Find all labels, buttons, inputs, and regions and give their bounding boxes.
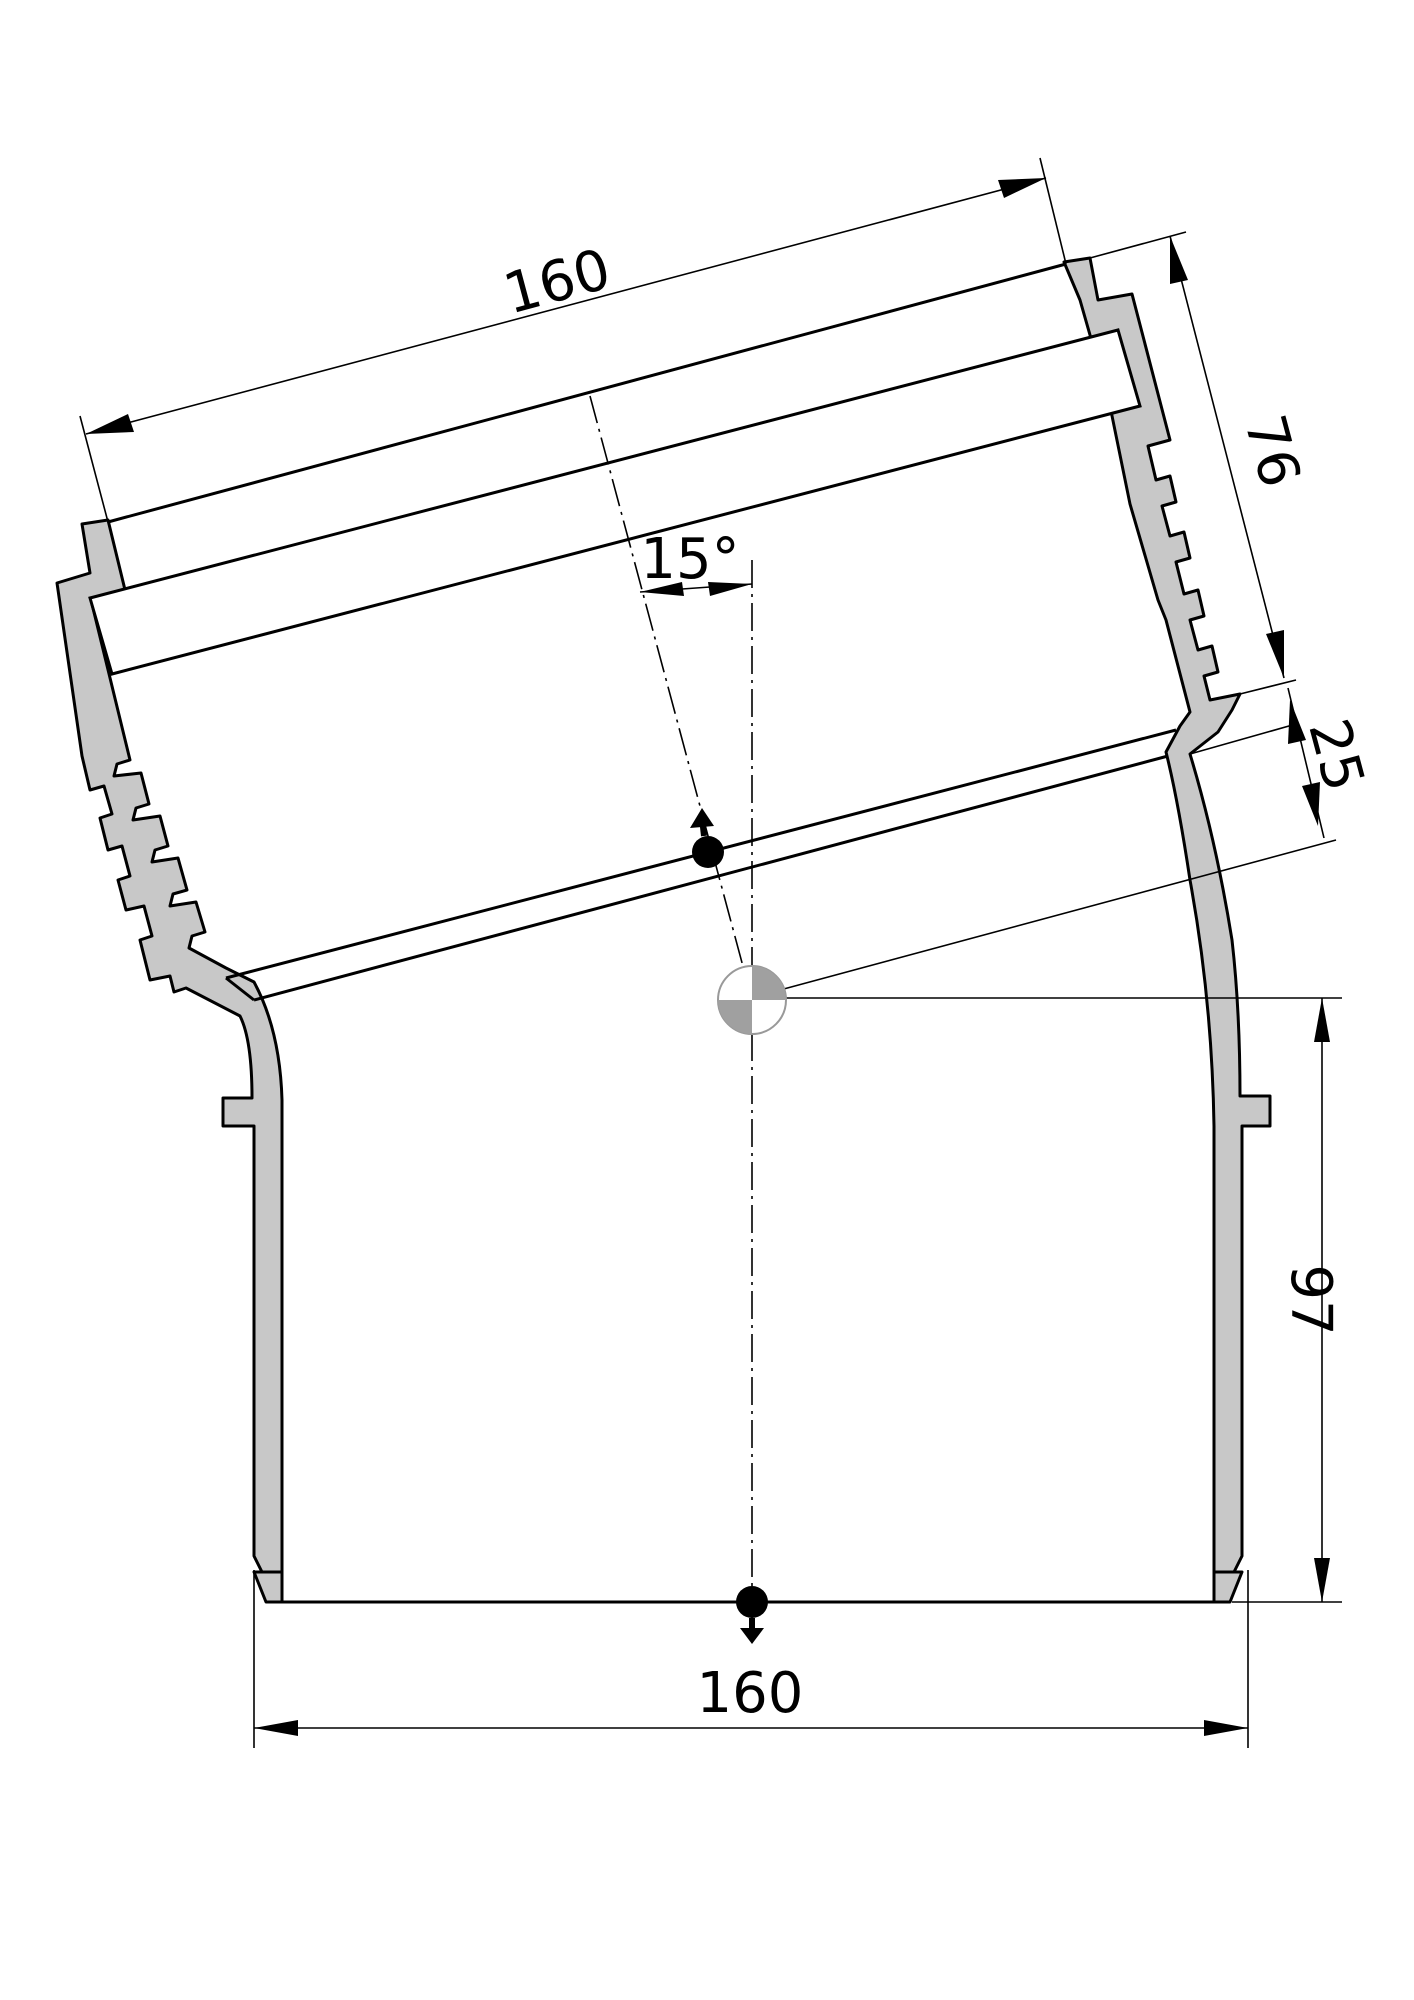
arrow-25-top-icon xyxy=(1288,700,1306,744)
sealing-ring xyxy=(88,328,1142,676)
pipe-body xyxy=(55,256,1272,1604)
top-length-label: 160 xyxy=(497,237,617,327)
arrow-top-left-icon xyxy=(86,414,134,434)
spigot-edge-2 xyxy=(253,754,1169,1002)
arrow-25-bottom-icon xyxy=(1302,782,1320,826)
arrow-97-top-icon xyxy=(1314,998,1330,1042)
bottom-height-label: 97 xyxy=(1278,1264,1343,1335)
arrow-76-bottom-icon xyxy=(1266,630,1284,678)
socket-depth-dimension-line xyxy=(1169,235,1285,679)
centre-of-rotation-icon xyxy=(717,965,787,1035)
top-length-dimension-line xyxy=(85,177,1047,435)
arrow-angle-left-icon xyxy=(640,582,684,596)
center-lines xyxy=(589,395,753,1620)
arrow-top-right-icon xyxy=(998,178,1046,198)
socket-top-edge xyxy=(107,262,1067,524)
arrow-angle-right-icon xyxy=(708,582,752,596)
bottom-width-label: 160 xyxy=(697,1661,804,1726)
left-wall xyxy=(55,518,284,1582)
arrow-bottom-right-icon xyxy=(1204,1720,1248,1736)
arrow-97-bottom-icon xyxy=(1314,1558,1330,1602)
arrow-76-top-icon xyxy=(1170,236,1188,284)
socket-depth-label: 76 xyxy=(1231,408,1312,494)
arrow-bottom-left-icon xyxy=(254,1720,298,1736)
bottom-right-chamfer xyxy=(1212,1570,1244,1604)
tilted-axis xyxy=(589,395,753,1001)
flow-marker-down-icon xyxy=(736,1586,768,1644)
angle-label: 15° xyxy=(640,527,739,592)
right-wall xyxy=(1062,256,1272,1582)
bevel-left xyxy=(225,976,255,1002)
dimensions: 160 76 25 15° 97 160 xyxy=(79,157,1376,1748)
bottom-left-chamfer xyxy=(252,1570,284,1604)
flow-marker-up-icon xyxy=(690,808,724,868)
